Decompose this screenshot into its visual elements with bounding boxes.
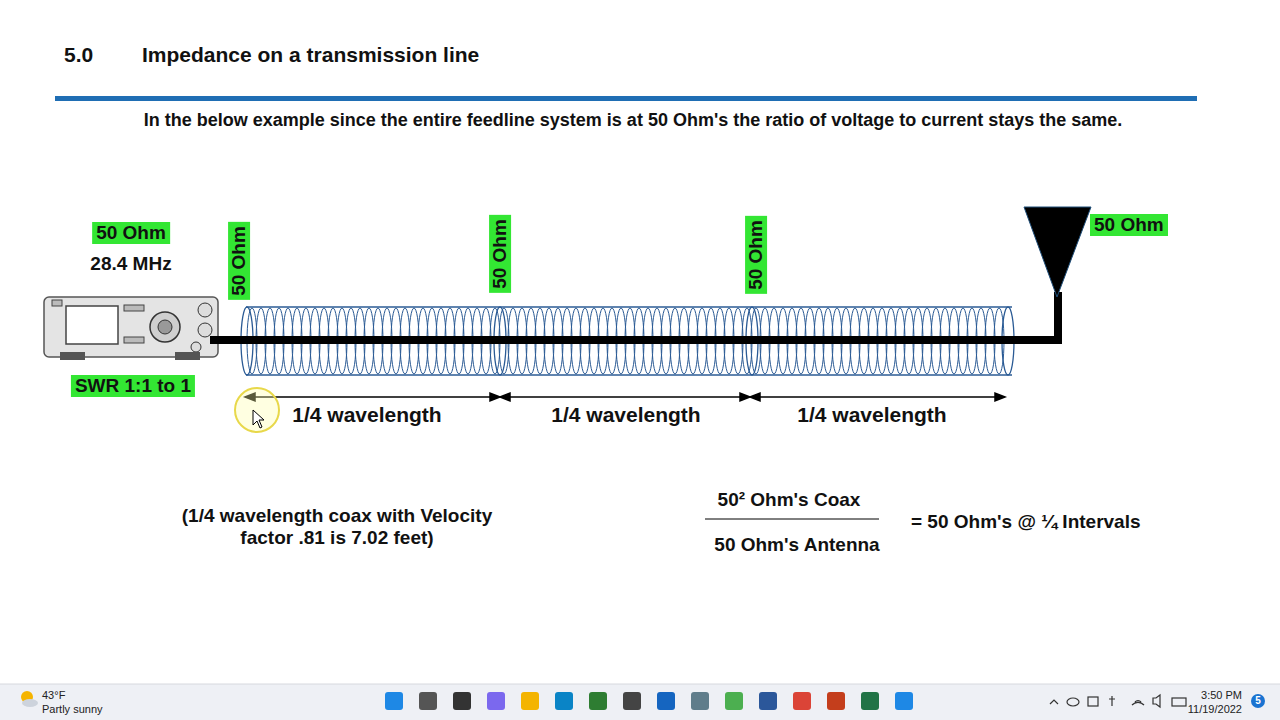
- dimension-label: 1/4 wavelength: [292, 403, 441, 427]
- formula-denominator: 50 Ohm's Antenna: [714, 534, 879, 556]
- notification-badge: [1251, 694, 1265, 708]
- fraction-bar: [705, 519, 879, 520]
- impedance-label: 50 Ohm: [489, 215, 511, 293]
- antenna-symbol: [1024, 207, 1091, 297]
- badge-count: 5: [1255, 695, 1261, 707]
- swr-label: SWR 1:1 to 1: [71, 375, 195, 397]
- rule-line: [55, 96, 1197, 101]
- formula-result: = 50 Ohm's @ ¼ Intervals: [911, 511, 1141, 533]
- impedance-label: 50 Ohm: [228, 222, 250, 300]
- clock-time: 3:50 PM: [1201, 689, 1242, 702]
- section-number: 5.0: [64, 43, 93, 67]
- impedance-label: 50 Ohm: [1090, 214, 1168, 236]
- temperature: 43°F: [42, 689, 65, 702]
- dimension-label: 1/4 wavelength: [551, 403, 700, 427]
- radio-symbol: [44, 297, 218, 360]
- slide-title: Impedance on a transmission line: [142, 43, 479, 67]
- weather-icon: [21, 691, 38, 707]
- cursor-highlight: [235, 388, 279, 432]
- frequency-label: 28.4 MHz: [90, 253, 171, 275]
- length-note: (1/4 wavelength coax with Velocity facto…: [165, 505, 510, 549]
- dimension-label: 1/4 wavelength: [797, 403, 946, 427]
- taskbar: [0, 684, 1280, 720]
- center-conductor: [210, 292, 1058, 340]
- dimension-arrows: [245, 393, 1005, 401]
- impedance-label: 50 Ohm: [92, 222, 170, 244]
- weather-text: Partly sunny: [42, 703, 103, 716]
- taskbar-icons: [385, 692, 913, 710]
- taskbar-edge: [0, 684, 1280, 685]
- formula-numerator: 50² Ohm's Coax: [718, 489, 861, 511]
- impedance-label: 50 Ohm: [745, 216, 767, 294]
- clock-date: 11/19/2022: [1188, 703, 1242, 716]
- mouse-pointer: [253, 410, 264, 428]
- intro-note: In the below example since the entire fe…: [144, 110, 1123, 131]
- tray-icons: [1050, 695, 1186, 707]
